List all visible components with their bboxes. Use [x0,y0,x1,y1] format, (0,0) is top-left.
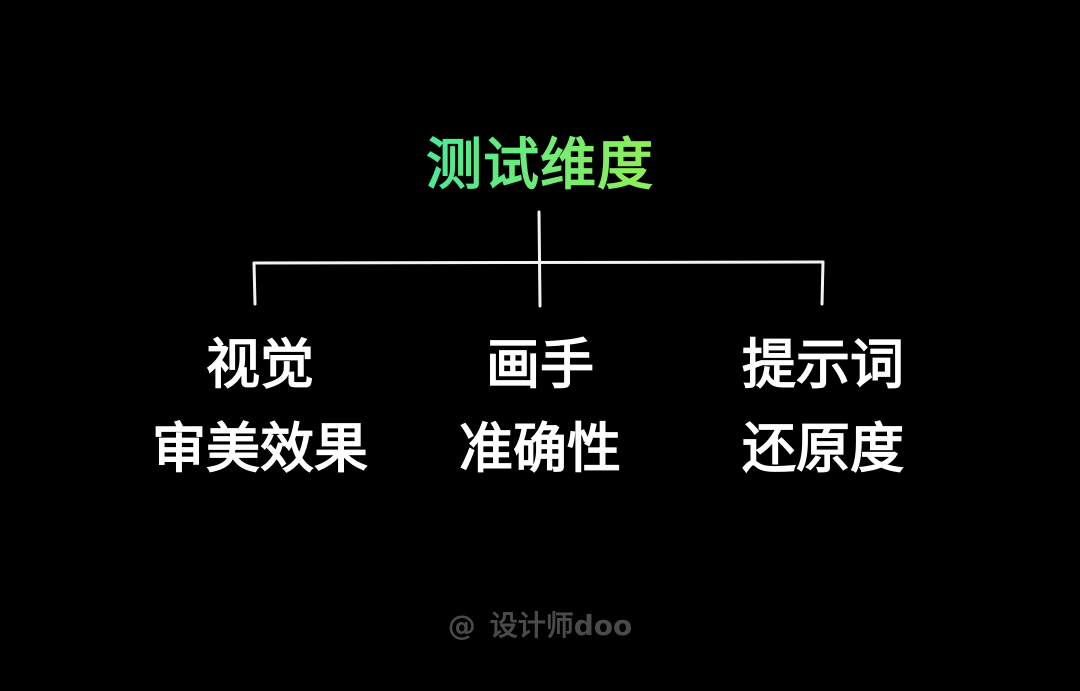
connector-left-drop [252,261,257,306]
branch-node-line: 提示词 [742,332,904,396]
branch-node-line: 审美效果 [152,416,368,480]
at-sign: @ [447,609,476,642]
branch-node-line: 准确性 [459,416,621,480]
branch-node-line: 还原度 [742,416,904,480]
author-watermark: @ 设计师doo [0,606,1080,646]
branch-node-line: 视觉 [206,332,314,396]
connector-trunk [537,210,542,308]
connector-right-drop [820,260,825,306]
connector-horizontal-bar [252,260,825,265]
root-node-title: 测试维度 [0,132,1080,198]
branch-node-prompt-fidelity: 提示词 还原度 [653,322,993,490]
branch-node-hand-accuracy: 画手 准确性 [370,322,710,490]
branch-node-line: 画手 [486,332,594,396]
branch-node-visual-aesthetics: 视觉 审美效果 [90,322,430,490]
author-name: 设计师doo [489,609,633,642]
